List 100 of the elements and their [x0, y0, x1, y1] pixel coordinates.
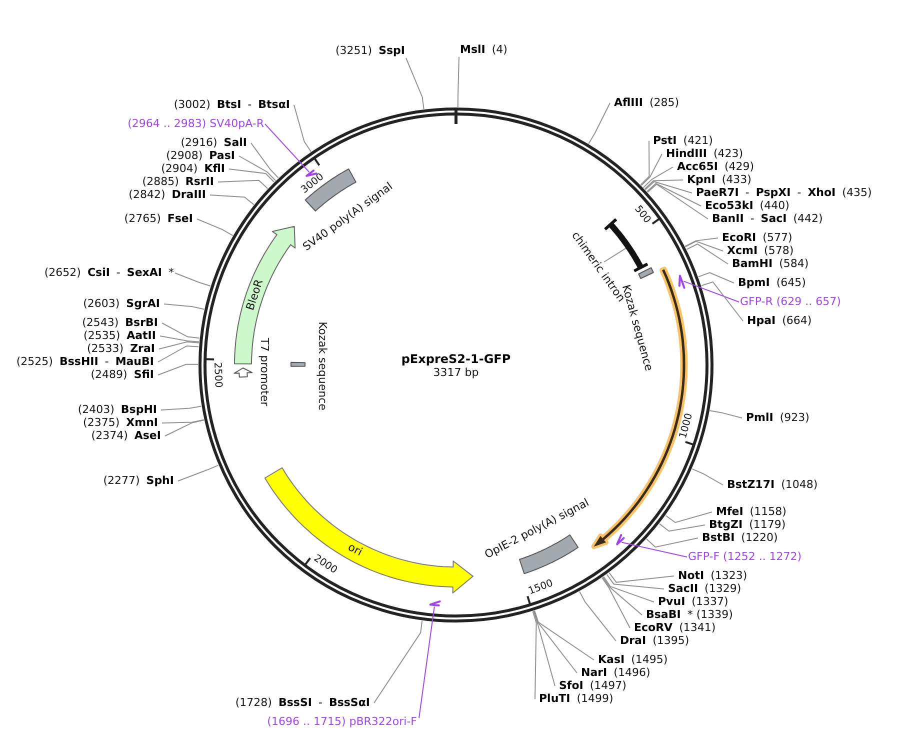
- leader-line: [603, 576, 654, 602]
- restriction-site-label: XcmI (578): [724, 245, 794, 257]
- promoter-feature: [232, 366, 254, 379]
- restriction-site-label: (2908) PasI: [166, 150, 238, 162]
- restriction-site-label: (2904) KflI: [161, 163, 228, 175]
- leader-line: [178, 464, 219, 482]
- primer-label: GFP-F (1252 .. 1272): [688, 551, 802, 563]
- restriction-site-label: BtgZI (1179): [706, 519, 786, 531]
- leader-line: [164, 420, 204, 436]
- restriction-site-label: (2403) BspHI: [78, 404, 160, 416]
- leader-line: [418, 606, 435, 718]
- leader-line: [158, 341, 200, 350]
- leader-line: [210, 194, 254, 206]
- leader-line: [644, 181, 692, 194]
- primer-label: (1696 .. 1715) pBR322ori-F: [267, 716, 417, 728]
- restriction-site-label: NarI (1496): [578, 667, 650, 679]
- leader-line: [160, 406, 202, 410]
- restriction-site-label: KasI (1495): [595, 654, 668, 666]
- leader-line: [532, 610, 537, 700]
- restriction-site-label: MslI (4): [457, 44, 508, 56]
- restriction-site-label: (3002) BtsI - BtsαI: [174, 99, 293, 111]
- leader-line: [174, 272, 211, 286]
- leader-line: [684, 240, 724, 252]
- plasmid-name: pExpreS2-1-GFP: [401, 353, 511, 365]
- leader-line: [646, 182, 702, 206]
- leader-line: [621, 542, 688, 558]
- leader-line: [644, 180, 684, 190]
- leader-line: [406, 58, 424, 110]
- leader-line: [640, 154, 662, 186]
- leader-line: [588, 102, 610, 144]
- primer-label: (2964 .. 2983) SV40pA-R: [128, 118, 264, 130]
- leader-line: [646, 538, 698, 548]
- restriction-site-label: BsaBI* (1339): [643, 609, 733, 621]
- leader-line: [534, 610, 578, 674]
- primer-site-marker: [428, 599, 442, 608]
- restriction-site-label: PaeR7I - PspXI - XhoI (435): [693, 187, 872, 199]
- restriction-site-label: BamHI (584): [729, 258, 809, 270]
- restriction-site-label: SacII (1329): [665, 583, 742, 595]
- restriction-site-label: (2543) BsrBI: [82, 317, 161, 329]
- restriction-site-label: (2885) RsrII: [142, 176, 217, 188]
- leader-line: [160, 336, 200, 342]
- leader-line: [196, 218, 234, 236]
- leader-line: [665, 512, 712, 524]
- restriction-site-label: PluTI (1499): [536, 693, 614, 705]
- leader-line: [686, 243, 728, 264]
- plasmid-length: 3317 bp: [433, 367, 479, 379]
- leader-line: [602, 577, 630, 628]
- tick-label: 1500: [527, 578, 556, 598]
- restriction-site-label: (2535) AatII: [84, 330, 159, 342]
- leader-line: [642, 166, 674, 188]
- leader-line: [158, 346, 200, 362]
- restriction-site-label: (2603) SgrAI: [83, 298, 163, 310]
- restriction-site-label: EcoRI (577): [719, 232, 792, 244]
- leader-line: [701, 281, 744, 322]
- restriction-site-label: PstI (421): [650, 135, 713, 147]
- restriction-site-label: (3251) SspI: [335, 45, 408, 57]
- leader-line: [579, 591, 616, 642]
- leader-line: [608, 572, 674, 583]
- feature-label: ori: [346, 541, 364, 559]
- restriction-site-label: (2652) CsiI - SexAI*: [44, 267, 174, 279]
- leader-line: [162, 419, 204, 424]
- restriction-site-label: BstZ17I (1048): [724, 479, 818, 491]
- leader-line: [698, 272, 734, 284]
- restriction-site-label: Acc65I (429): [674, 161, 754, 173]
- leader-line: [374, 620, 423, 704]
- restriction-site-label: Eco53kI (440): [702, 200, 790, 212]
- restriction-site-label: HindIII (423): [663, 148, 744, 160]
- restriction-site-label: BpmI (645): [735, 277, 806, 289]
- restriction-site-label: HpaI (664): [744, 315, 812, 327]
- primer-site-marker: [615, 533, 626, 547]
- leader-line: [658, 523, 706, 532]
- feature-label: BleoR: [244, 278, 266, 312]
- leader-line: [218, 180, 268, 190]
- feature-label: T7 promoter: [258, 338, 270, 406]
- restriction-site-label: (2277) SphI: [103, 475, 177, 487]
- restriction-site-label: AflIII (285): [611, 97, 680, 109]
- leader-line: [606, 574, 664, 590]
- leader-line: [264, 124, 310, 172]
- restriction-site-label: BanII - SacI (442): [709, 213, 823, 225]
- leader-line: [534, 610, 594, 660]
- leader-line: [604, 248, 626, 262]
- restriction-site-label: (2489) SfiI: [90, 369, 157, 381]
- restriction-site-label: PmlI (923): [743, 412, 810, 424]
- restriction-site-label: (2916) SalI: [180, 137, 250, 149]
- leader-line: [228, 168, 275, 182]
- restriction-site-label: DraI (1395): [617, 635, 690, 647]
- restriction-site-label: (2374) AseI: [91, 430, 164, 442]
- restriction-site-label: KpnI (433): [684, 174, 752, 186]
- leader-line: [709, 410, 742, 418]
- leader-line: [294, 104, 312, 152]
- leader-line: [683, 280, 740, 302]
- tick-label: 2500: [210, 362, 224, 388]
- restriction-site-label: NotI (1323): [675, 570, 748, 582]
- leader-line: [238, 156, 276, 182]
- feature-box: [637, 266, 655, 280]
- restriction-site-label: (2842) DraIII: [128, 189, 209, 201]
- leader-line: [533, 610, 556, 686]
- leader-line: [158, 364, 198, 376]
- leader-line: [602, 576, 642, 616]
- feature-box: [289, 360, 307, 368]
